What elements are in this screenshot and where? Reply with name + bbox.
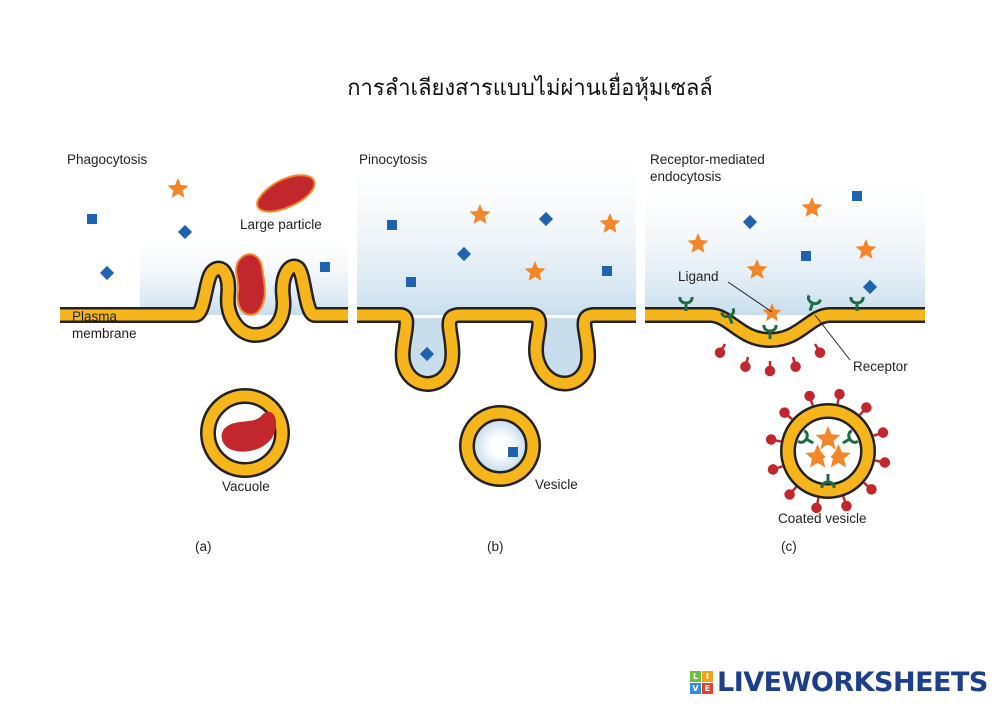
- ligand-label: Ligand: [678, 269, 719, 284]
- coat-protein: [804, 390, 815, 406]
- square-molecule: [177, 224, 193, 240]
- logo-text: LIVEWORKSHEETS: [717, 667, 988, 698]
- receptor-protein: [797, 429, 814, 445]
- coat-protein: [813, 343, 826, 358]
- ligand-pointer: [727, 281, 773, 313]
- square-molecule: [99, 265, 115, 281]
- coat-protein: [874, 457, 891, 468]
- star-molecule: [469, 204, 491, 224]
- coat-protein: [714, 343, 727, 358]
- star-molecule: [801, 197, 823, 217]
- extracellular-bg-c: [645, 170, 925, 315]
- star-molecule: [167, 178, 189, 198]
- liveworksheets-logo: L I V E LIVEWORKSHEETS: [690, 667, 988, 698]
- receptor-protein: [820, 474, 836, 489]
- receptor-mediated-heading: Receptor-mediated: [650, 152, 765, 167]
- square-molecule: [742, 214, 758, 230]
- coat-protein: [779, 407, 793, 421]
- receptor-protein: [849, 296, 865, 311]
- vesicle-center: [822, 445, 834, 457]
- square-molecule: [320, 262, 330, 272]
- square-molecule: [87, 214, 97, 224]
- star-molecule: [687, 233, 709, 253]
- square-molecule: [602, 266, 612, 276]
- receptor-protein: [678, 296, 694, 311]
- coat-protein: [740, 356, 751, 372]
- membrane-a: [60, 258, 348, 344]
- logo-tile: V: [690, 683, 701, 694]
- phagocytosis-heading: Phagocytosis: [67, 152, 148, 167]
- membrane-label: membrane: [72, 326, 137, 341]
- square-molecule: [852, 191, 862, 201]
- vacuole-label: Vacuole: [222, 479, 270, 494]
- large-particle: [256, 174, 316, 213]
- coat-protein: [863, 481, 877, 495]
- coat-protein: [834, 388, 845, 405]
- receptor-protein: [720, 307, 736, 325]
- panel-b-letter: (b): [487, 539, 504, 554]
- coat-protein: [765, 434, 782, 445]
- star-molecule: [524, 261, 546, 281]
- square-molecule: [419, 346, 435, 362]
- panel-a-letter: (a): [195, 539, 212, 554]
- star-molecule: [805, 444, 830, 468]
- coat-protein: [784, 486, 798, 500]
- star-molecule: [599, 213, 621, 233]
- particle-engulfed: [235, 253, 266, 316]
- coated-vesicle: [780, 403, 876, 499]
- extracellular-bg-b: [357, 140, 636, 315]
- square-molecule: [862, 279, 878, 295]
- receptor-pointer: [814, 314, 851, 361]
- coat-protein: [811, 497, 822, 514]
- logo-tile: L: [690, 671, 701, 682]
- logo-tile: I: [702, 671, 713, 682]
- membrane-c: [645, 307, 925, 349]
- coat-protein: [764, 361, 776, 377]
- large-particle-label: Large particle: [240, 217, 322, 232]
- logo-tile: E: [702, 683, 713, 694]
- pinocytic-vesicle: [459, 405, 541, 487]
- vacuole: [200, 388, 290, 478]
- receptor-label: Receptor: [853, 359, 908, 374]
- square-molecule: [406, 277, 416, 287]
- star-molecule: [815, 426, 841, 450]
- receptor-protein: [806, 294, 822, 312]
- pinocytosis-heading: Pinocytosis: [359, 152, 428, 167]
- coat-protein: [841, 496, 852, 512]
- star-molecule: [762, 303, 782, 322]
- coat-protein: [858, 402, 872, 416]
- logo-tiles: L I V E: [690, 671, 713, 694]
- star-molecule: [855, 239, 877, 259]
- star-molecule: [826, 444, 851, 468]
- coat-protein: [767, 464, 783, 475]
- membrane-b: [357, 307, 636, 392]
- coated-vesicle-label: Coated vesicle: [778, 511, 867, 526]
- square-molecule: [456, 246, 472, 262]
- square-molecule: [508, 447, 518, 457]
- receptor-protein: [762, 324, 778, 339]
- receptor-protein: [842, 429, 859, 445]
- vesicle-label: Vesicle: [535, 477, 578, 492]
- endocytosis-heading: endocytosis: [650, 169, 722, 184]
- square-molecule: [538, 211, 554, 227]
- square-molecule: [387, 220, 397, 230]
- panel-c-letter: (c): [781, 539, 797, 554]
- plasma-label: Plasma: [72, 309, 118, 324]
- star-molecule: [746, 259, 768, 279]
- coat-protein: [873, 427, 889, 438]
- coat-protein: [790, 356, 801, 372]
- page-title: การลำเลียงสารแบบไม่ผ่านเยื่อหุ้มเซลล์: [347, 76, 713, 101]
- square-molecule: [801, 251, 811, 261]
